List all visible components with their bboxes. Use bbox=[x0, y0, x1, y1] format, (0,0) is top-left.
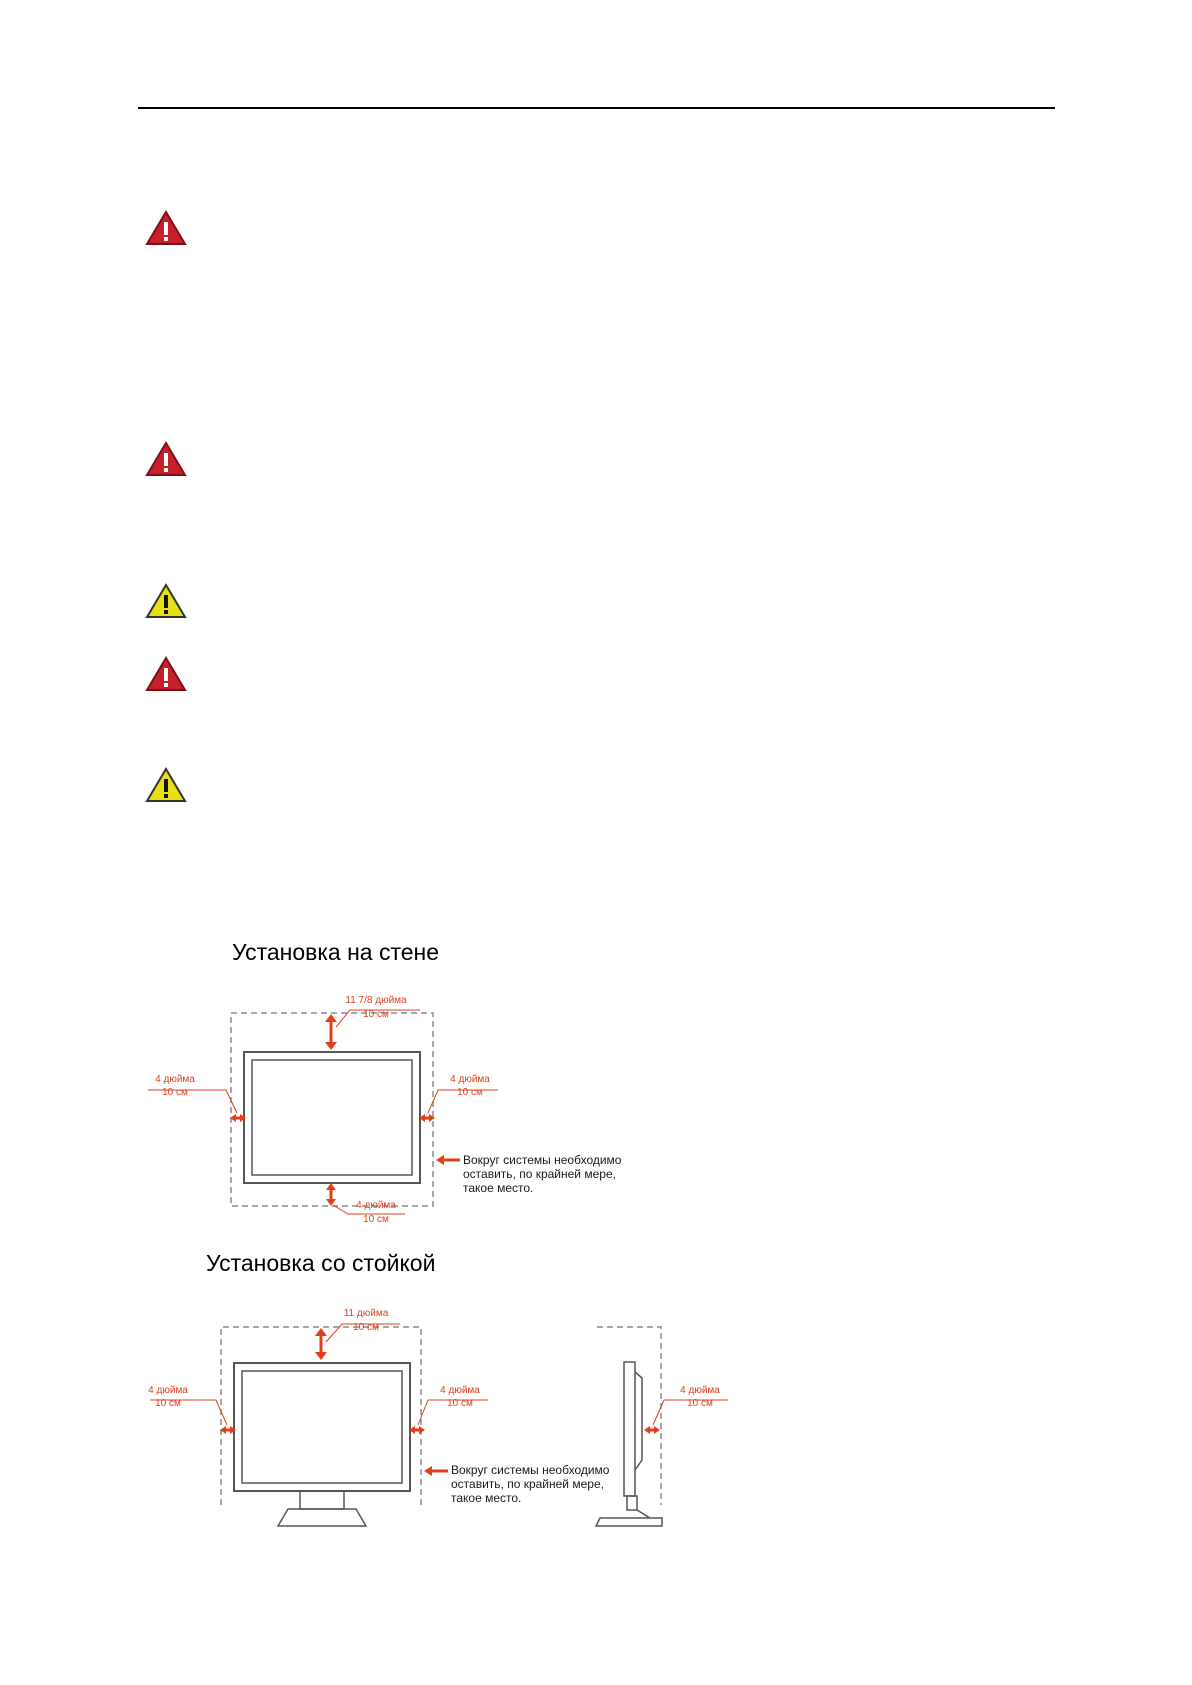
stand-install-title: Установка со стойкой bbox=[206, 1250, 436, 1276]
wall-note-line3: такое место. bbox=[463, 1181, 533, 1195]
stand-note-line3: такое место. bbox=[451, 1491, 521, 1505]
wall-top-cm: 10 см bbox=[363, 1009, 389, 1020]
stand-right-cm: 10 см bbox=[447, 1398, 473, 1409]
wall-note-line1: Вокруг системы необходимо bbox=[463, 1153, 622, 1167]
wall-top-inch: 11 7/8 дюйма bbox=[345, 995, 407, 1006]
stand-clearance-boundary bbox=[220, 1326, 422, 1505]
stand-left-inch: 4 дюйма bbox=[148, 1385, 188, 1396]
stand-monitor-frame bbox=[233, 1362, 411, 1492]
stand-base bbox=[276, 1508, 368, 1527]
side-monitor-body bbox=[623, 1361, 636, 1497]
wall-right-cm: 10 см bbox=[457, 1087, 483, 1098]
wall-install-title: Установка на стене bbox=[232, 939, 440, 965]
stand-left-cm: 10 см bbox=[155, 1398, 181, 1409]
wall-note-line2: оставить, по крайней мере, bbox=[463, 1167, 616, 1181]
caution-warning-icon bbox=[145, 583, 187, 618]
caution-warning-icon bbox=[145, 767, 187, 802]
stand-neck bbox=[299, 1490, 345, 1510]
wall-monitor-frame bbox=[243, 1051, 421, 1184]
danger-warning-icon bbox=[145, 441, 187, 476]
stand-note-line1: Вокруг системы необходимо bbox=[451, 1463, 610, 1477]
danger-warning-icon bbox=[145, 210, 187, 245]
wall-left-cm: 10 см bbox=[162, 1087, 188, 1098]
stand-top-inch: 11 дюйма bbox=[344, 1308, 389, 1319]
stand-right-inch: 4 дюйма bbox=[440, 1385, 480, 1396]
stand-monitor-screen bbox=[241, 1370, 403, 1484]
stand-top-cm: 10 см bbox=[353, 1322, 379, 1333]
wall-bottom-inch: 4 дюйма bbox=[356, 1200, 396, 1211]
stand-note-line2: оставить, по крайней мере, bbox=[451, 1477, 604, 1491]
header-rule bbox=[138, 107, 1055, 109]
wall-monitor-screen bbox=[251, 1059, 413, 1176]
wall-clearance-boundary bbox=[230, 1012, 434, 1207]
side-stand-base bbox=[594, 1517, 663, 1527]
side-cm: 10 см bbox=[687, 1398, 713, 1409]
side-inch: 4 дюйма bbox=[680, 1385, 720, 1396]
wall-right-inch: 4 дюйма bbox=[450, 1074, 490, 1085]
wall-left-inch: 4 дюйма bbox=[155, 1074, 195, 1085]
danger-warning-icon bbox=[145, 656, 187, 691]
side-clearance-boundary bbox=[597, 1326, 662, 1505]
side-stand-neck bbox=[626, 1495, 638, 1511]
wall-bottom-cm: 10 см bbox=[363, 1214, 389, 1225]
